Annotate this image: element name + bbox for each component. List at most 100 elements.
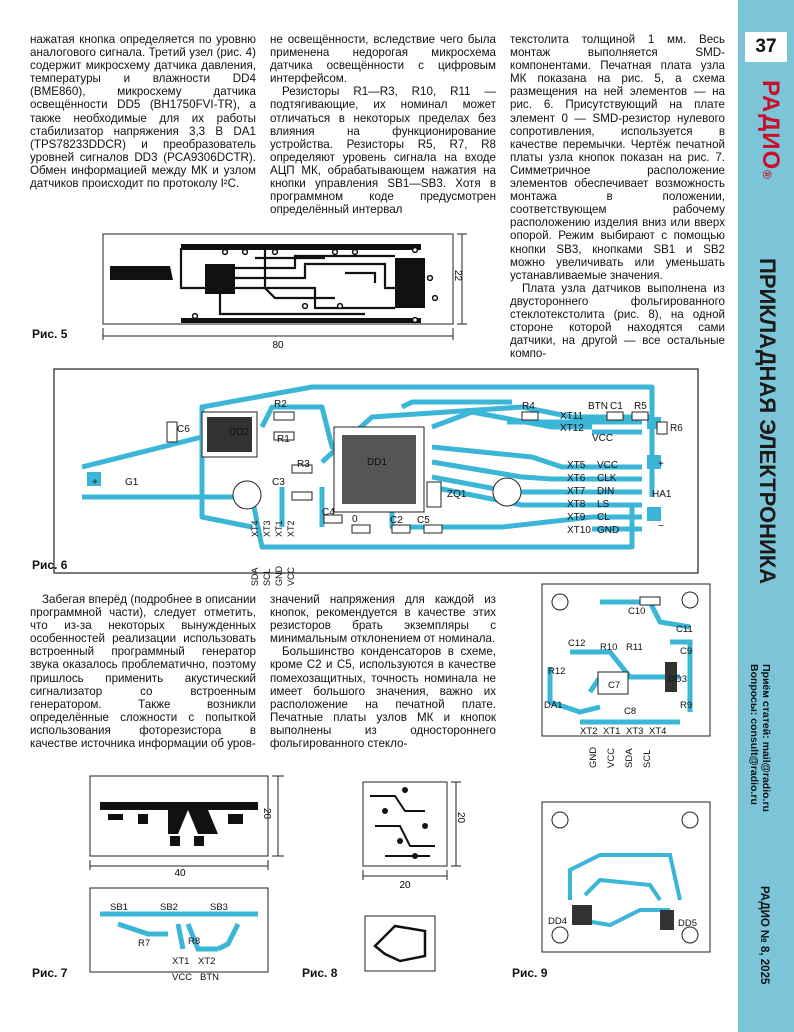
label-ha1: HA1 — [652, 489, 672, 500]
paragraph: Большинство конденсаторов в схеме, кроме… — [270, 645, 496, 751]
label-vcc-s: VCC — [606, 748, 617, 768]
label-r8: R8 — [188, 936, 200, 947]
paragraph: текстолита толщиной 1 мм. Весь монтаж вы… — [510, 33, 725, 282]
label-c7: C7 — [608, 680, 620, 691]
label-vcc-bus: VCC — [286, 566, 296, 586]
label-cl: CL — [597, 512, 610, 523]
label-dd4: DD4 — [548, 916, 567, 927]
label-c5: C5 — [417, 515, 430, 526]
label-sda: SDA — [250, 567, 260, 586]
label-vcc-b: VCC — [172, 972, 192, 983]
label-xt2-s: XT2 — [580, 726, 597, 737]
label-r2: R2 — [274, 399, 287, 410]
label-c2: C2 — [390, 515, 403, 526]
label-xt10: XT10 — [567, 525, 591, 536]
dim-height: 22 — [452, 270, 463, 282]
label-xt4-s: XT4 — [649, 726, 666, 737]
label-sb3: SB3 — [210, 902, 228, 913]
label-c6: C6 — [177, 424, 190, 435]
paragraph: Резисторы R1—R3, R10, R11 — подтягивающи… — [270, 85, 496, 217]
label-xt3-s: XT3 — [626, 726, 643, 737]
label-dd1: DD1 — [367, 457, 387, 468]
label-btn: BTN — [588, 401, 608, 412]
issue-info: РАДИО № 8, 2025 — [758, 886, 770, 985]
figure-5-pcb: 80 — [102, 233, 467, 348]
paragraph: значений напряжения для каждой из кнопок… — [270, 593, 496, 646]
label-scl: SCL — [262, 568, 272, 586]
magazine-logo: РАДИО® — [756, 80, 784, 180]
figure-7-label: Рис. 7 — [32, 966, 68, 980]
label-xt4: XT4 — [250, 520, 260, 537]
label-r9: R9 — [680, 700, 692, 711]
label-din: DIN — [597, 486, 614, 497]
figure-9-layout: DD4 DD5 — [541, 801, 711, 953]
label-r11: R11 — [626, 642, 643, 653]
label-dd5: DD5 — [678, 918, 697, 929]
label-xt1-b: XT1 — [172, 956, 189, 967]
label-xt1: XT1 — [274, 520, 284, 537]
label-xt3: XT3 — [262, 520, 272, 537]
figure-6-label: Рис. 6 — [32, 558, 68, 572]
label-sb2: SB2 — [160, 902, 178, 913]
figure-6-bus-labels: SDA SCL GND VCC — [250, 566, 296, 587]
figure-8-layout: C10 C11 C12 R10 R11 C9 R12 C7 DD3 DA1 C8… — [541, 583, 711, 768]
figure-7-pcb: 40 SB1 SB2 SB3 R7 R8 XT1 XT2 VCC BTN — [89, 775, 284, 983]
magazine-name: РАДИО — [757, 80, 784, 171]
contacts-line-2: Вопросы: consult@radio.ru — [748, 664, 760, 805]
label-c12: C12 — [568, 638, 585, 649]
paragraph: нажатая кнопка определяется по уровню ан… — [30, 33, 256, 191]
label-plus-ha1: + — [658, 459, 664, 470]
label-c8: C8 — [624, 706, 636, 717]
label-scl-s: SCL — [642, 750, 653, 768]
label-xt5: XT5 — [567, 460, 586, 471]
label-c3: C3 — [272, 477, 285, 488]
label-minus: − — [658, 521, 664, 532]
label-btn-b: BTN — [200, 972, 219, 983]
label-xt8: XT8 — [567, 499, 586, 510]
dim-width-f8: 20 — [399, 880, 411, 891]
page-number: 37 — [745, 32, 787, 62]
label-vcc2: VCC — [597, 460, 618, 471]
label-dd2: DD2 — [229, 427, 249, 438]
label-c4: C4 — [322, 507, 335, 518]
label-c9: C9 — [680, 646, 692, 657]
figure-8-pcb: 20 — [362, 781, 461, 972]
label-r7: R7 — [138, 938, 150, 949]
column-1-top: нажатая кнопка определяется по уровню ан… — [30, 33, 256, 190]
label-r4: R4 — [522, 401, 535, 412]
column-2-top: не освещённости, вследствие чего была пр… — [270, 33, 496, 216]
paragraph: Плата узла датчиков выполнена из двустор… — [510, 281, 725, 361]
figure-9-label: Рис. 9 — [512, 966, 548, 980]
sidebar — [738, 0, 794, 1032]
label-xt7: XT7 — [567, 486, 586, 497]
label-r10: R10 — [600, 642, 617, 653]
label-r1: R1 — [277, 434, 290, 445]
registered-mark: ® — [760, 170, 774, 180]
dim-width: 80 — [272, 340, 284, 348]
dim-height-f7: 20 — [261, 808, 272, 820]
label-dd3: DD3 — [668, 674, 687, 685]
label-plus: + — [92, 477, 98, 488]
label-r12: R12 — [548, 666, 565, 677]
figure-6-layout: R2 R1 R3 R4 R5 R6 C1 C2 C3 C4 C5 C6 DD1 … — [53, 368, 699, 574]
label-gnd-s: GND — [588, 747, 599, 768]
label-r3: R3 — [297, 459, 310, 470]
contacts-line-1: Приём статей: mail@radio.ru — [760, 664, 772, 812]
label-c1: C1 — [610, 401, 623, 412]
label-xt1-s: XT1 — [603, 726, 620, 737]
label-gnd-bus: GND — [274, 566, 284, 587]
section-title: ПРИКЛАДНАЯ ЭЛЕКТРОНИКА — [755, 258, 780, 585]
label-da1: DA1 — [544, 700, 562, 711]
dim-height-f8: 20 — [455, 812, 466, 824]
label-gnd: GND — [597, 525, 619, 536]
label-vcc: VCC — [592, 433, 613, 444]
label-xt2-b: XT2 — [198, 956, 215, 967]
label-g1: G1 — [125, 477, 139, 488]
column-2-bottom: значений напряжения для каждой из кнопок… — [270, 593, 496, 750]
figure-8-label: Рис. 8 — [302, 966, 338, 980]
paragraph: Забегая вперёд (подробнее в описании про… — [30, 593, 256, 751]
column-3-top: текстолита толщиной 1 мм. Весь монтаж вы… — [510, 33, 725, 360]
label-xt9: XT9 — [567, 512, 586, 523]
label-zq1: ZQ1 — [447, 489, 467, 500]
label-r6: R6 — [670, 423, 683, 434]
